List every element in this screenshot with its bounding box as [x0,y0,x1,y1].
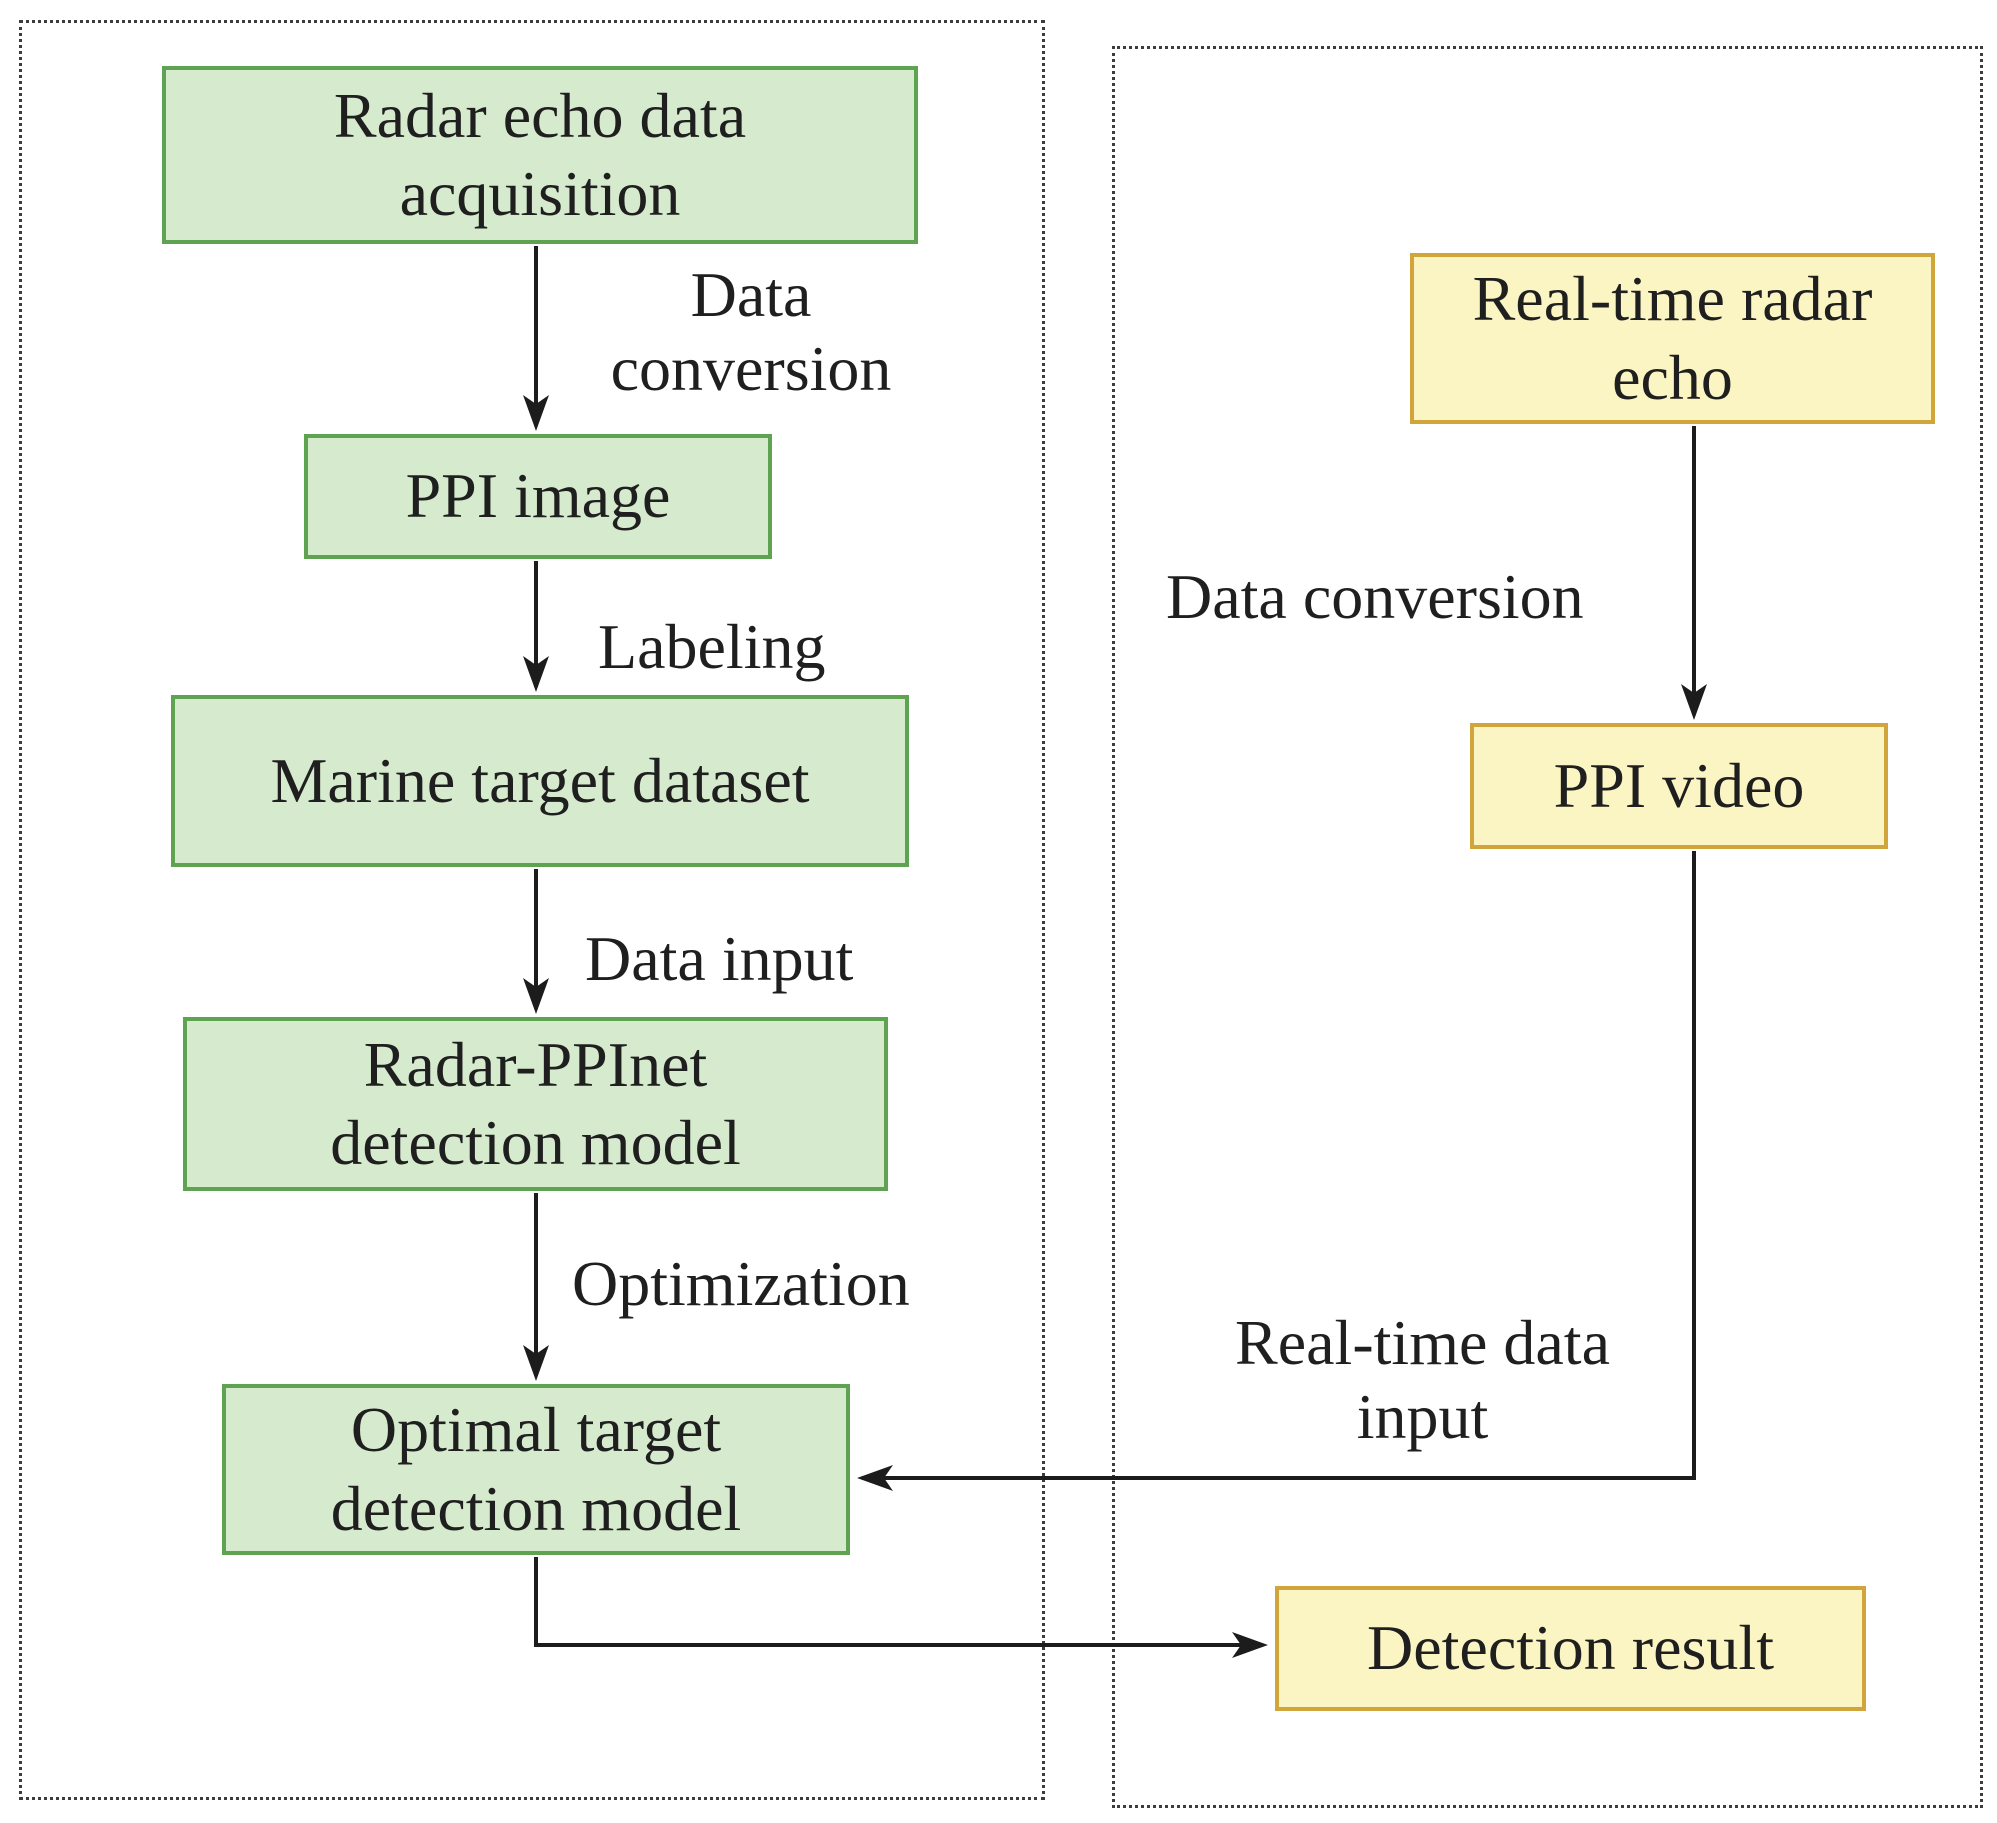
arrow-ppi-video-to-optimal-model [857,851,1696,1491]
node-ppi-video: PPI video [1470,723,1888,849]
node-marine-target-dataset: Marine target dataset [171,695,909,867]
node-ppi-image: PPI image [304,434,772,559]
edge-label-data-input: Data input [585,923,854,994]
node-radar-echo-data-acquisition: Radar echo data acquisition [162,66,918,244]
edge-label-data-conversion-right: Data conversion [1166,561,1584,632]
node-optimal-target-detection-model: Optimal target detection model [222,1384,850,1555]
node-detection-result: Detection result [1275,1586,1866,1711]
edge-label-data-conversion-left: Data conversion [610,259,892,404]
edge-label-optimization: Optimization [572,1248,910,1319]
edge-label-labeling: Labeling [598,611,826,682]
arrow-optimal-model-to-detection-result [534,1557,1268,1658]
training-pipeline-panel [19,20,1045,1800]
node-realtime-radar-echo: Real-time radar echo [1410,253,1935,424]
edge-label-realtime-data-input: Real-time data input [1235,1307,1610,1452]
realtime-pipeline-panel [1112,46,1983,1808]
node-radar-ppinet-detection-model: Radar-PPInet detection model [183,1017,888,1191]
